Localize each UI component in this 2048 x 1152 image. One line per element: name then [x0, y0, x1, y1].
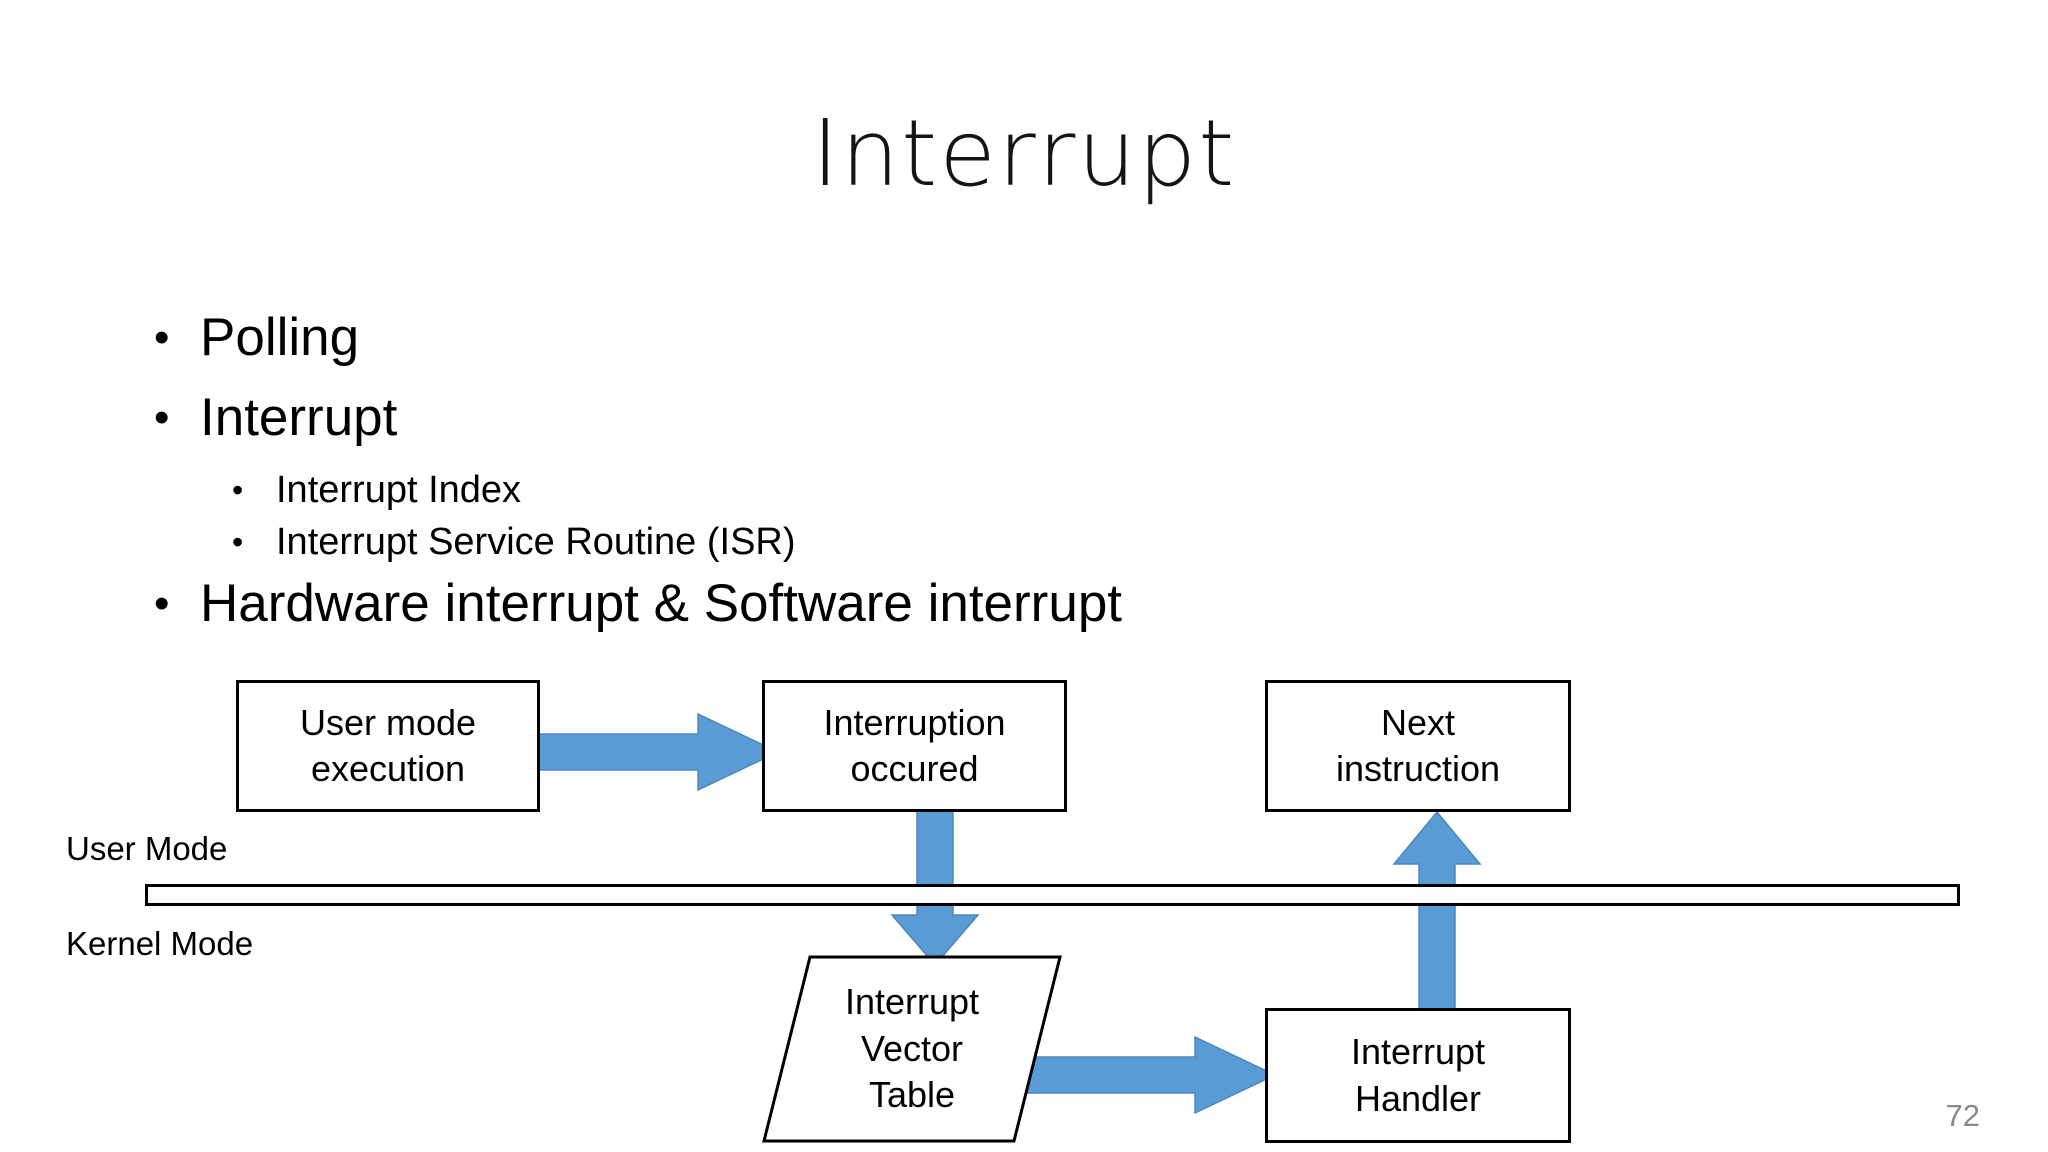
- node-interruption-occured: Interruption occured: [762, 680, 1067, 812]
- arrow-user-exec-to-interruption: [528, 712, 778, 792]
- bullet-item-interrupt: • Interrupt: [148, 385, 1648, 451]
- node-line-2: occured: [850, 748, 979, 789]
- bullet-item-isr: • Interrupt Service Routine (ISR): [148, 518, 1648, 567]
- node-line-1: Interrupt: [1350, 1031, 1486, 1073]
- node-line-2: instruction: [1335, 748, 1501, 789]
- bullet-text: Polling: [200, 308, 360, 367]
- node-line-2: execution: [310, 748, 466, 789]
- node-line-1: Interrupt: [844, 980, 980, 1022]
- node-user-mode-execution: User mode execution: [236, 680, 540, 812]
- bullet-marker-icon: •: [232, 471, 244, 508]
- node-line-1: Next: [1380, 701, 1455, 743]
- bullet-text: Interrupt Index: [276, 468, 522, 511]
- mode-divider-bar: [145, 884, 1960, 906]
- node-line-1: Interruption: [823, 701, 1006, 743]
- node-next-instruction: Next instruction: [1265, 680, 1571, 812]
- bullet-item-hardware-software-interrupt: • Hardware interrupt & Software interrup…: [148, 571, 1648, 637]
- node-line-2: Handler: [1354, 1077, 1482, 1119]
- bullet-marker-icon: •: [154, 313, 170, 362]
- node-label: Interrupt Vector Table: [762, 955, 1062, 1143]
- bullet-marker-icon: •: [232, 524, 244, 561]
- bullet-text: Interrupt: [200, 388, 398, 448]
- page-number: 72: [1945, 1098, 1980, 1133]
- bullet-marker-icon: •: [154, 578, 170, 628]
- node-interrupt-handler: Interrupt Handler: [1265, 1008, 1571, 1143]
- arrow-vector-table-to-handler: [1020, 1035, 1275, 1115]
- node-interrupt-vector-table: Interrupt Vector Table: [762, 955, 1062, 1143]
- node-line-2: Vector: [860, 1027, 964, 1069]
- bullet-list: • Polling • Interrupt • Interrupt Index …: [148, 305, 1648, 651]
- bullet-item-interrupt-index: • Interrupt Index: [148, 466, 1648, 515]
- bullet-item-polling: • Polling: [148, 305, 1648, 371]
- node-line-3: Table: [868, 1074, 956, 1116]
- label-kernel-mode: Kernel Mode: [66, 925, 254, 962]
- bullet-marker-icon: •: [154, 393, 170, 443]
- node-line-1: User mode: [299, 701, 477, 743]
- arrow-handler-to-next-instruction: [1392, 812, 1482, 1012]
- bullet-text: Interrupt Service Routine (ISR): [276, 521, 796, 564]
- page-title: Interrupt: [811, 100, 1237, 207]
- bullet-text: Hardware interrupt & Software interrupt: [200, 573, 1123, 633]
- label-user-mode: User Mode: [66, 830, 228, 867]
